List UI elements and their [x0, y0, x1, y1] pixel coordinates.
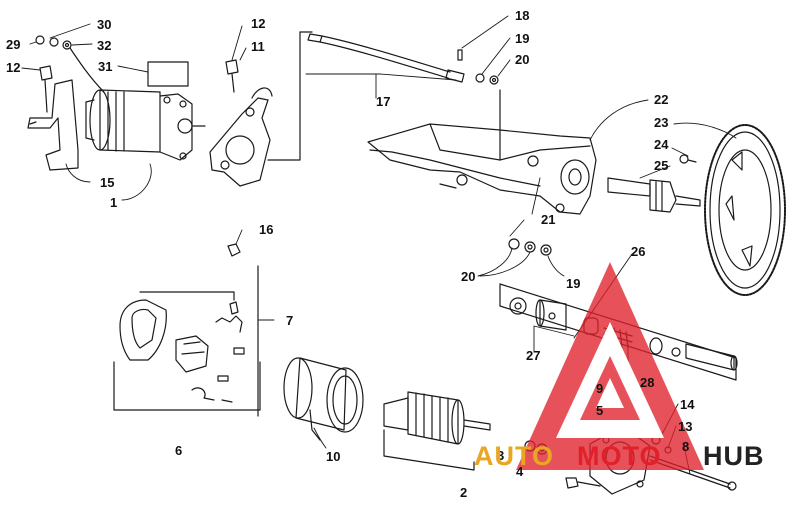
callout-2: 2 [460, 485, 468, 500]
watermark-text-auto: AUTO [474, 441, 555, 471]
callout-5: 5 [596, 403, 604, 418]
callout-21: 21 [541, 212, 556, 227]
callout-12-top: 12 [251, 16, 266, 31]
callout-10: 10 [326, 449, 341, 464]
callout-31: 31 [98, 59, 113, 74]
bendix-shaft [607, 154, 701, 213]
callout-3: 3 [497, 448, 505, 463]
callout-18: 18 [515, 8, 530, 23]
callout-20-top: 20 [515, 52, 530, 67]
starter-cable [267, 31, 465, 161]
callout-28: 28 [640, 375, 655, 390]
callout-29: 29 [6, 37, 21, 52]
armature [383, 391, 491, 471]
callout-22: 22 [654, 92, 669, 107]
brush-holder-assembly [113, 265, 261, 417]
callout-26: 26 [631, 244, 646, 259]
callout-16: 16 [259, 222, 274, 237]
starter-motor-assembly [27, 35, 206, 171]
callout-17: 17 [376, 94, 391, 109]
watermark-text-hub: HUB [703, 441, 765, 471]
nut-16 [227, 243, 241, 257]
callout-25: 25 [654, 158, 669, 173]
callout-4: 4 [516, 464, 524, 479]
callout-11: 11 [251, 39, 265, 54]
yoke-housing [283, 357, 364, 441]
callout-19-top: 19 [515, 31, 530, 46]
watermark-logo [516, 262, 704, 470]
callout-24: 24 [654, 137, 669, 152]
callout-30: 30 [97, 17, 112, 32]
callout-6: 6 [175, 443, 183, 458]
callout-20-bottom: 20 [461, 269, 476, 284]
callout-23: 23 [654, 115, 669, 130]
mounting-plate [209, 59, 273, 187]
callout-12-left: 12 [6, 60, 21, 75]
callout-15: 15 [100, 175, 115, 190]
callout-7: 7 [286, 313, 294, 328]
ring-gear [704, 124, 786, 296]
callout-32: 32 [97, 38, 112, 53]
callout-8: 8 [682, 439, 690, 454]
callout-19-bottom: 19 [566, 276, 581, 291]
callout-1: 1 [110, 195, 118, 210]
callout-27: 27 [526, 348, 541, 363]
bendix-housing [367, 49, 597, 256]
callout-9: 9 [596, 381, 604, 396]
callout-14: 14 [680, 397, 695, 412]
callout-13: 13 [678, 419, 693, 434]
watermark-text-moto: MOTO [577, 441, 662, 471]
